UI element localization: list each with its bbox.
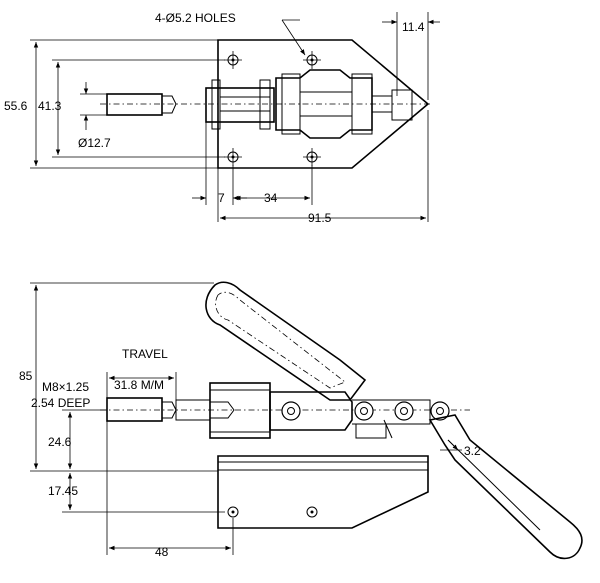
dim-17-45: 17.45 [48, 484, 78, 498]
dim-length: 91.5 [308, 211, 332, 225]
dim-deep: 2.54 DEEP [31, 396, 90, 410]
side-mounting-holes [227, 506, 318, 518]
side-view: TRAVEL 85 M8×1.25 2.54 DEEP 31.8 M/M 24.… [19, 281, 583, 560]
dim-plunger-dia: Ø12.7 [78, 136, 111, 150]
dim-48: 48 [155, 545, 169, 559]
dim-24-6: 24.6 [48, 435, 72, 449]
dim-thread: M8×1.25 [42, 380, 89, 394]
top-linkage [275, 69, 413, 139]
dim-travel: 31.8 M/M [114, 378, 164, 392]
side-linkage [269, 391, 450, 439]
dim-34: 34 [264, 191, 278, 205]
top-plunger [100, 79, 430, 130]
top-base-plate [217, 39, 430, 169]
dim-85: 85 [19, 369, 33, 383]
side-handle-lowered [428, 414, 583, 560]
dim-hole-spacing: 41.3 [38, 99, 62, 113]
top-mounting-holes [224, 51, 321, 166]
dim-7: 7 [218, 191, 225, 205]
side-handle-raised [205, 281, 367, 401]
dim-overall-height: 55.6 [4, 99, 28, 113]
dim-3-2: 3.2 [464, 444, 481, 458]
holes-label: 4-Ø5.2 HOLES [155, 11, 236, 25]
side-base-plate [217, 455, 429, 529]
top-view: 4-Ø5.2 HOLES 11.4 55.6 41.3 Ø12.7 7 [4, 11, 440, 225]
dim-tip: 11.4 [402, 20, 425, 34]
travel-label: TRAVEL [122, 347, 168, 361]
